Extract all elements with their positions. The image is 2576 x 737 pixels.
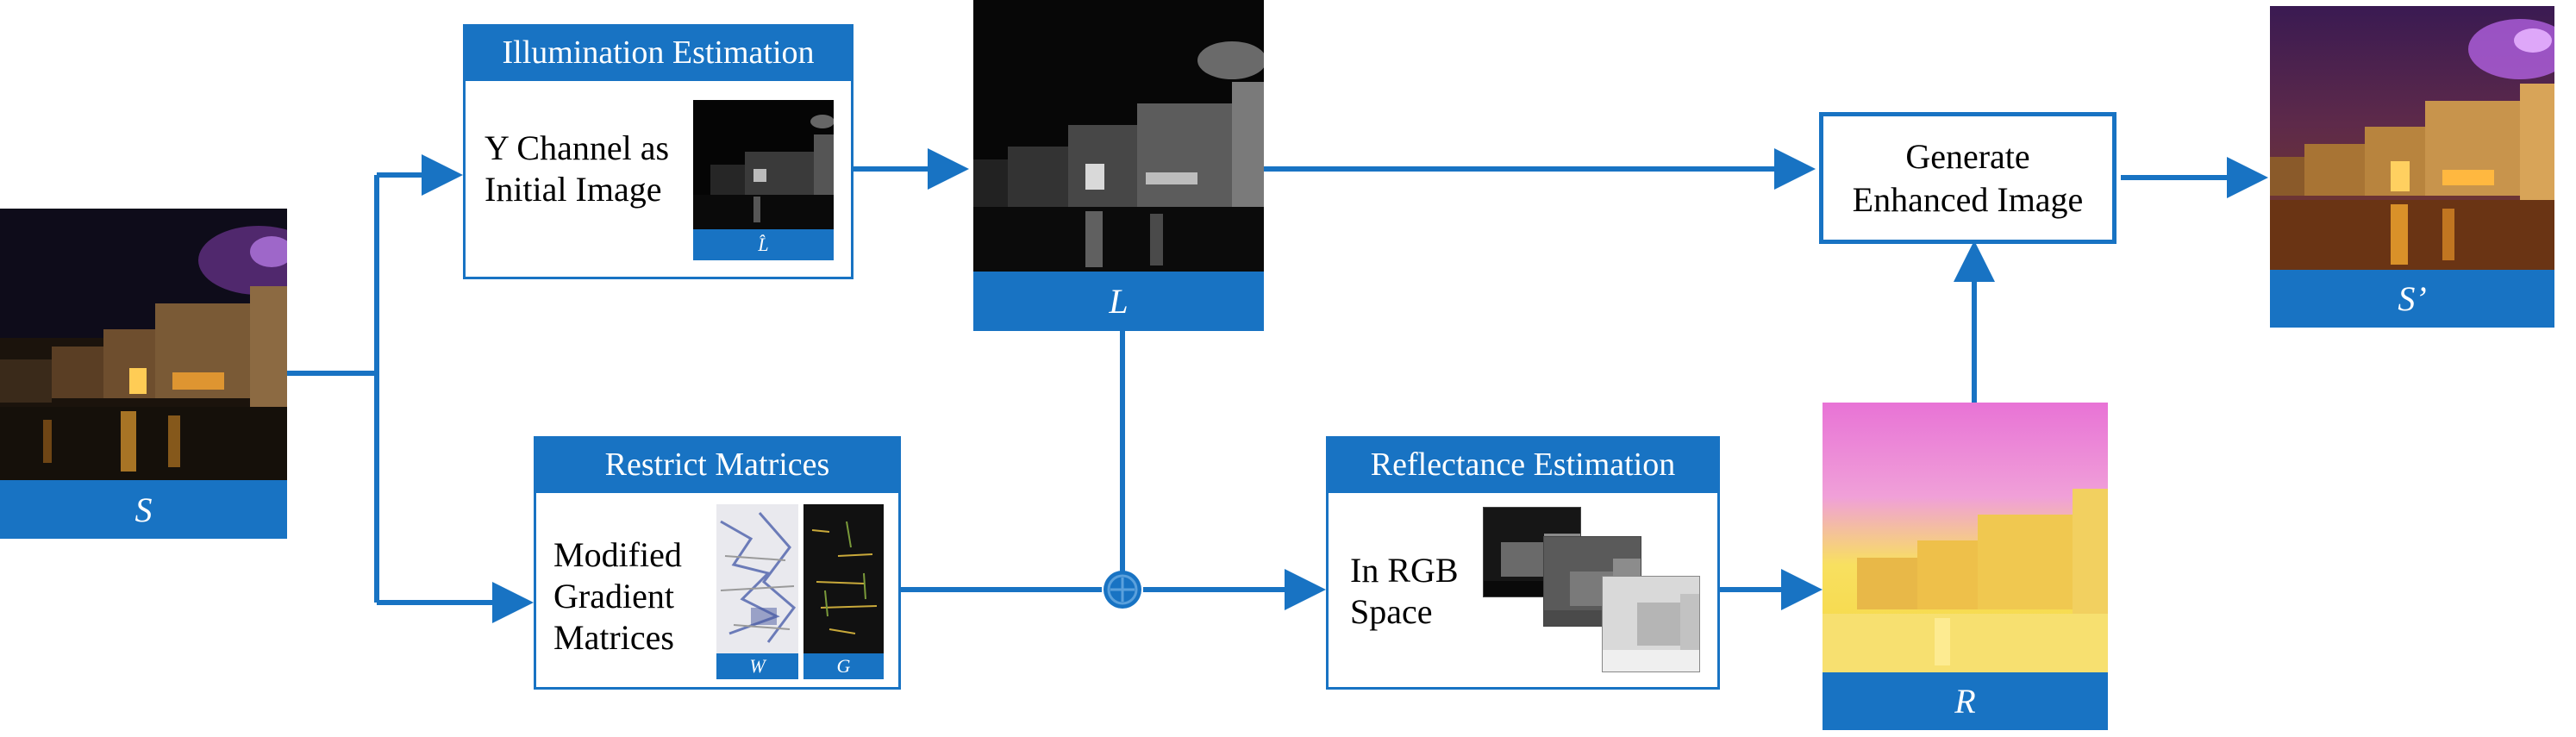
thumbnail-G-caption: G <box>803 653 884 679</box>
thumbnail-G <box>803 504 884 653</box>
illumination-estimation-title: Illumination Estimation <box>463 24 853 81</box>
generate-line1: Generate <box>1905 136 2030 176</box>
restrict-matrices-title: Restrict Matrices <box>534 436 901 493</box>
illumination-map-L <box>973 0 1264 272</box>
thumbnail-L-hat-caption: L̂ <box>693 229 834 260</box>
reflectance-text-line1: In RGB <box>1350 551 1459 590</box>
night-canal-image <box>0 209 287 480</box>
gray-canal-image <box>973 0 1264 272</box>
rgb-channel-thumb-3 <box>1602 576 1700 672</box>
output-image-S-prime <box>2270 6 2554 270</box>
reflectance-text-line2: Space <box>1350 592 1433 631</box>
reflectance-canal-image <box>1823 403 2108 672</box>
restrict-text: Modified Gradient Matrices <box>553 534 682 659</box>
reflectance-estimation-title: Reflectance Estimation <box>1326 436 1720 493</box>
reflectance-map-R <box>1823 403 2108 672</box>
restrict-text-line3: Matrices <box>553 618 674 657</box>
reflectance-text: In RGB Space <box>1350 550 1459 633</box>
thumbnail-W-caption: W <box>716 653 798 679</box>
thumbnail-L-hat <box>693 100 834 229</box>
weight-matrix-thumb <box>716 504 798 653</box>
thumbnail-W <box>716 504 798 653</box>
caption-S-prime: S’ <box>2270 270 2554 328</box>
input-image-S: S <box>0 209 287 480</box>
caption-R: R <box>1823 672 2108 730</box>
caption-L: L <box>973 272 1264 331</box>
illumination-text-line2: Initial Image <box>485 170 662 209</box>
circled-plus-icon <box>1104 571 1141 609</box>
generate-enhanced-image-box: Generate Enhanced Image <box>1819 112 2116 244</box>
illumination-text-line1: Y Channel as <box>485 128 670 167</box>
caption-S-bar: S <box>0 480 287 539</box>
enhanced-canal-image <box>2270 6 2554 270</box>
illumination-text: Y Channel as Initial Image <box>485 128 669 210</box>
gradient-matrix-thumb <box>803 504 884 653</box>
gray-canal-thumb <box>693 100 834 229</box>
channel-b-thumb <box>1603 577 1699 671</box>
restrict-text-line1: Modified <box>553 535 682 574</box>
restrict-text-line2: Gradient <box>553 577 674 615</box>
generate-line2: Enhanced Image <box>1852 179 2084 219</box>
